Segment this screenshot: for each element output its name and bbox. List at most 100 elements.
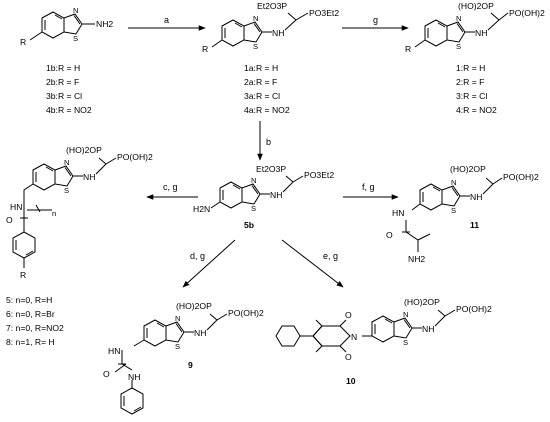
reagent-dg-label: d, g [190,251,205,261]
c10-p1: (HO)2OP [404,297,440,307]
compound-6: 6: n=0, R=Br [6,309,55,319]
acid-ring-s: S [456,42,461,51]
c5b-ring-s: S [251,204,256,213]
compound-1: 1:R = H [456,63,485,73]
acid-r: R [405,44,411,54]
ester-ring-s: S [253,42,258,51]
reagent-b-label: b [266,137,271,147]
amide-r: R [20,270,26,280]
compound-11: N S (HO)2OP PO(OH)2 NH HN O NH2 11 [386,164,539,264]
arrow-c-g: c, g [146,182,198,200]
reagent-g-label: g [373,15,378,25]
compound-1b: 1b:R = H [46,63,80,73]
amide-ring-s: S [64,186,69,195]
compound-3b: 3b:R = Cl [46,91,82,101]
compound-2a: 2a:R = F [244,77,277,87]
c10-structure [275,309,456,353]
arrow-a: a [128,15,206,31]
phosphonic-acids: N S (HO)2OP PO(OH)2 NH R 1:R = H 2:R = F… [405,1,545,115]
arrow-b: b [257,121,271,161]
reagent-eg-label: e, g [323,251,338,261]
amide-structure [12,157,117,268]
amide-ring-n: N [64,158,69,167]
ring-s-atom: S [73,34,78,43]
compound-1a: 1a:R = H [244,63,278,73]
ester-p1: Et2O3P [257,1,287,11]
amino-group: NH2 [96,19,113,29]
c11-ring-n: N [451,178,456,187]
c11-p2: PO(OH)2 [503,172,539,182]
c9-hn: HN [108,346,120,356]
c11-ring-s: S [451,206,456,215]
amide-p2: PO(OH)2 [117,152,153,162]
c11-nh: NH [470,192,482,202]
reagent-cg-label: c, g [163,182,178,192]
reagent-a-label: a [164,15,169,25]
ester-nh: NH [272,28,284,38]
compound-4b: 4b:R = NO2 [46,105,92,115]
benzothiazole-structure [29,11,95,41]
c9-nh-lower: NH [128,372,140,382]
compound-10: N S (HO)2OP PO(OH)2 NH N O O 10 [275,297,492,386]
starting-aminobenzothiazoles: N S NH2 R 1b:R = H 2b:R = F 3b:R = Cl 4b… [20,6,113,115]
c10-nh: NH [422,324,434,334]
c5b-nh2: H2N [193,204,210,214]
c11-hn: HN [392,208,404,218]
c10-label: 10 [346,376,356,386]
c9-label: 9 [188,360,193,370]
compound-9: N S (HO)2OP PO(OH)2 NH HN O NH 9 [103,301,264,415]
amide-o: O [6,215,13,225]
acid-p2: PO(OH)2 [509,8,545,18]
c5b-p2: PO3Et2 [304,170,334,180]
amide-p1: (HO)2OP [66,145,102,155]
c5b-structure [210,175,304,209]
c11-o: O [386,230,393,240]
acid-p1: (HO)2OP [458,1,494,11]
c5b-ring-n: N [251,176,256,185]
arrow-e-g: e, g [281,239,344,288]
phosphonate-esters: N S Et2O3P PO3Et2 NH R 1a:R = H 2a:R = F… [202,1,339,115]
acid-ring-n: N [456,14,461,23]
compound-7: 7: n=0, R=NO2 [6,323,64,333]
c10-ring-n: N [403,310,408,319]
reagent-fg-label: f, g [362,182,375,192]
c9-p2: PO(OH)2 [228,308,264,318]
compound-8: 8: n=1, R= H [6,337,55,347]
acid-nh: NH [475,28,487,38]
compound-4a: 4a:R = NO2 [244,105,290,115]
c10-o-top: O [345,310,352,320]
arrow-f-g: f, g [343,182,399,200]
c11-label: 11 [470,220,479,230]
ring-n-atom: N [73,6,78,15]
c9-structure [114,313,228,415]
compound-5: 5: n=0, R=H [6,295,52,305]
amide-nh: NH [83,172,95,182]
c9-p1: (HO)2OP [176,301,212,311]
arrow-g-top: g [342,15,409,31]
compound-5b: N S Et2O3P PO3Et2 NH H2N 5b [193,164,334,230]
arrow-d-g: d, g [182,239,236,288]
c9-ring-n: N [175,314,180,323]
amide-n-index: n [52,209,56,218]
c11-nh2: NH2 [408,254,425,264]
c9-nh: NH [194,328,206,338]
ester-r: R [202,44,208,54]
acid-structure [414,12,509,48]
compound-4: 4:R = NO2 [456,105,497,115]
c9-ring-s: S [175,342,180,351]
amide-compounds: N S (HO)2OP PO(OH)2 NH HN O n R 5: n=0, … [6,145,153,347]
amide-hn: HN [10,202,22,212]
c10-o-bottom: O [345,352,352,362]
c10-n: N [351,332,357,342]
compound-2: 2:R = F [456,77,484,87]
compound-3a: 3a:R = Cl [244,91,280,101]
c11-structure [402,177,503,252]
r-substituent: R [20,37,26,47]
c5b-nh: NH [270,190,282,200]
c11-p1: (HO)2OP [450,164,486,174]
c10-ring-s: S [403,338,408,347]
c9-o: O [103,369,110,379]
ester-ring-n: N [253,14,258,23]
c5b-p1: Et2O3P [256,164,286,174]
